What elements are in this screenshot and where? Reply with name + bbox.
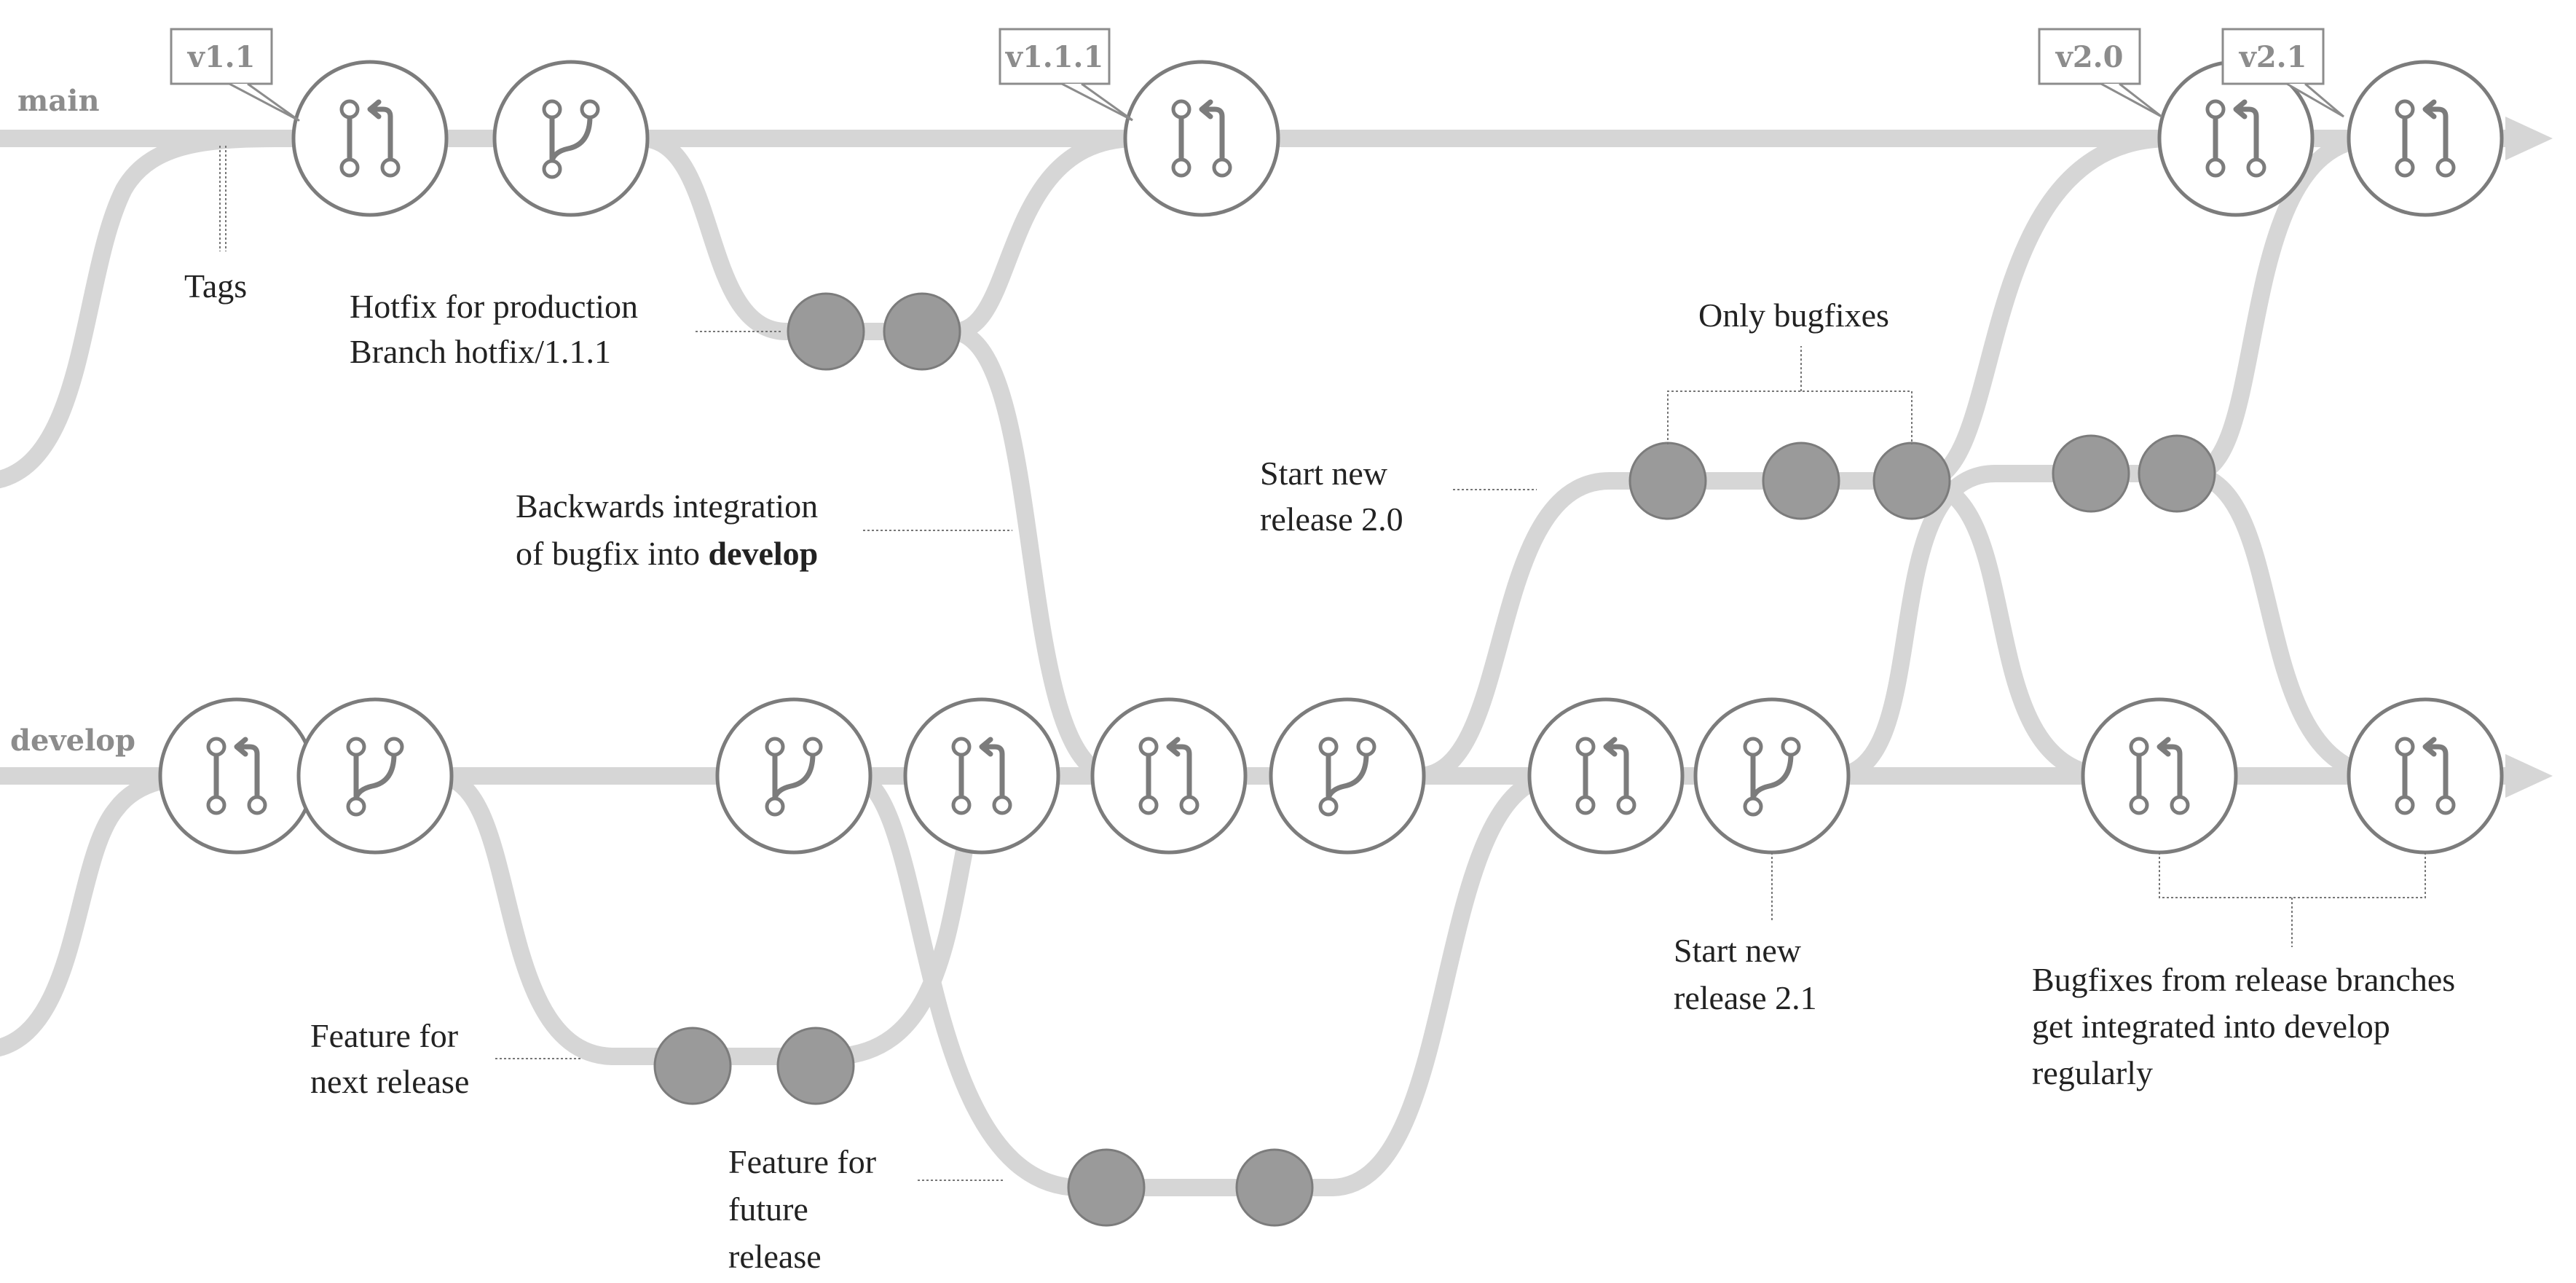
- release-2-0-commit-3: [1872, 442, 1951, 520]
- note-bugfixes-line2: get integrated into develop: [2032, 1008, 2390, 1045]
- develop-branch-label: develop: [10, 723, 135, 758]
- main-merge-node-v1-1: [291, 60, 449, 217]
- leader-only-bugfixes: [1667, 391, 1913, 444]
- develop-arrow-head: [2505, 754, 2553, 798]
- release-2-0-commit-1: [1628, 442, 1707, 520]
- note-feature-future-line2: future: [728, 1190, 808, 1228]
- develop-branch-node-1: [296, 697, 454, 855]
- tag-v2-1: v2.1: [2221, 28, 2344, 118]
- main-merge-node-v2-1: [2347, 60, 2504, 217]
- note-feature-next-line2: next release: [310, 1063, 469, 1100]
- main-branch-node: [492, 60, 650, 217]
- release-2-0-to-develop-path: [1914, 472, 2121, 785]
- note-feature-next-line1: Feature for: [310, 1017, 458, 1054]
- develop-merge-node-2: [903, 697, 1060, 855]
- note-feature-future-line1: Feature for: [728, 1143, 876, 1180]
- hotfix-to-main-path: [945, 130, 1145, 340]
- develop-branch-node-4: [1693, 697, 1851, 855]
- hotfix-branch-path: [632, 130, 963, 340]
- hotfix-commit-1: [787, 292, 865, 371]
- tag-v2-0: v2.0: [2038, 28, 2162, 118]
- main-branch-label: main: [17, 84, 100, 118]
- hotfix-commit-2: [883, 292, 961, 371]
- release-2-1-commit-1: [2052, 434, 2130, 513]
- note-backwards-text: of bugfix into: [516, 535, 708, 572]
- feature-next-commit-2: [776, 1027, 855, 1105]
- note-bugfixes-line1: Bugfixes from release branches: [2032, 961, 2455, 998]
- release-2-1-to-main-path: [2183, 130, 2383, 482]
- feature-future-commit-2: [1235, 1148, 1314, 1227]
- develop-merge-node-5: [2081, 697, 2238, 855]
- develop-merge-node-1: [158, 697, 315, 855]
- note-hotfix-line2: Branch hotfix/1.1.1: [350, 333, 611, 370]
- note-tags: Tags: [184, 267, 247, 305]
- feature-future-path: [843, 767, 1567, 1196]
- develop-merge-node-6: [2347, 697, 2504, 855]
- develop-branch-node-2: [715, 697, 873, 855]
- release-2-1-path: [1827, 465, 2201, 785]
- note-backwards-line2: of bugfix into develop: [516, 535, 818, 572]
- develop-branch-node-3: [1269, 697, 1426, 855]
- note-bugfixes-line3: regularly: [2032, 1054, 2153, 1091]
- feature-next-commit-1: [653, 1027, 732, 1105]
- main-merge-node-v1-1-1: [1123, 60, 1280, 217]
- note-backwards-line1: Backwards integration: [516, 487, 818, 525]
- feature-future-commit-1: [1067, 1148, 1146, 1227]
- release-2-1-commit-2: [2138, 434, 2216, 513]
- note-only-bugfixes: Only bugfixes: [1698, 297, 1889, 334]
- develop-merge-node-4: [1527, 697, 1685, 855]
- release-2-0-commit-2: [1762, 442, 1840, 520]
- release-2-0-path: [1411, 472, 1931, 785]
- note-backwards-bold: develop: [708, 535, 818, 572]
- note-start-2-1-line1: Start new: [1674, 932, 1802, 969]
- develop-merge-node-3: [1090, 697, 1248, 855]
- svg-text:v2.1: v2.1: [2239, 40, 2307, 74]
- note-start-2-0-line1: Start new: [1260, 455, 1388, 492]
- hotfix-to-develop-path: [945, 323, 1123, 785]
- note-hotfix-line1: Hotfix for production: [350, 288, 638, 325]
- svg-text:v1.1: v1.1: [187, 40, 256, 74]
- incoming-main-curve: [0, 130, 300, 488]
- tag-v1-1: v1.1: [170, 28, 300, 122]
- tag-v1-1-1: v1.1.1: [999, 28, 1133, 122]
- svg-text:v1.1.1: v1.1.1: [1005, 40, 1104, 74]
- feature-next-path: [428, 767, 992, 1065]
- commit-dots: [653, 292, 2216, 1227]
- release-2-1-to-develop-path: [2183, 465, 2398, 785]
- main-arrow-head: [2505, 117, 2553, 160]
- note-start-2-1-line2: release 2.1: [1674, 979, 1817, 1016]
- leader-bugfixes-release: [2159, 852, 2426, 898]
- note-start-2-0-line2: release 2.0: [1260, 501, 1403, 538]
- release-2-0-to-main-path: [1914, 130, 2179, 490]
- note-feature-future-line3: release: [728, 1238, 822, 1275]
- leader-lines: [219, 146, 2426, 1181]
- svg-text:v2.0: v2.0: [2055, 40, 2124, 74]
